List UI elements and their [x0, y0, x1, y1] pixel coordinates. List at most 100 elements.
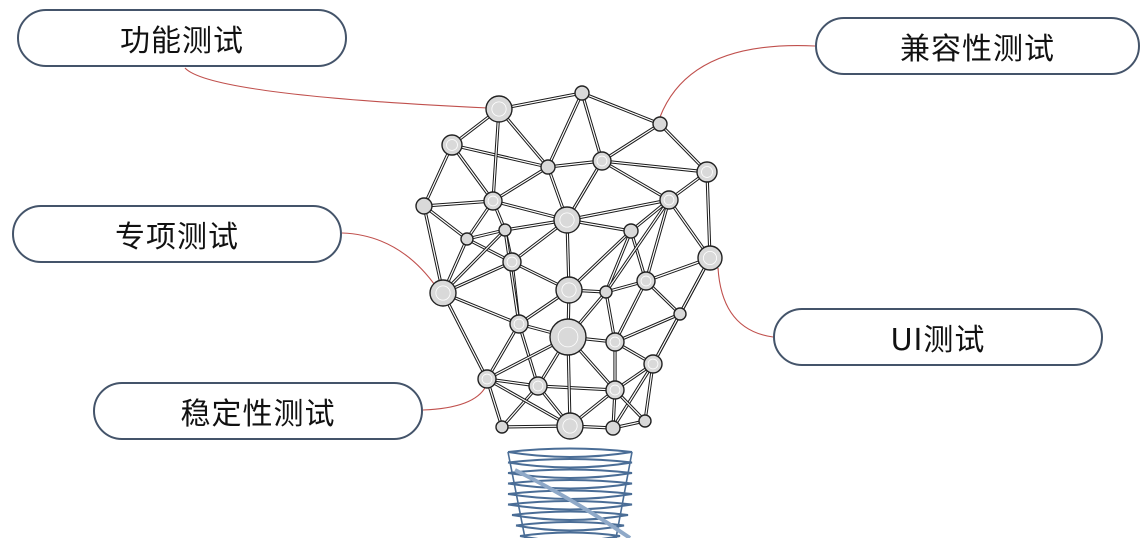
base-thread-3	[507, 479, 633, 490]
base-thread-5	[507, 500, 633, 511]
mesh-node-31	[638, 414, 652, 428]
mesh-node-16	[429, 279, 457, 307]
base-thread-1	[507, 458, 633, 469]
stability-test-text: 稳定性测试	[180, 397, 336, 432]
mesh-edge-inner-19	[423, 200, 494, 207]
mesh-node-6	[696, 161, 718, 183]
mesh-node-21	[549, 318, 587, 356]
base-reflection	[514, 468, 632, 538]
mesh-edge-inner-38	[605, 230, 632, 293]
base-thread-6	[511, 510, 629, 521]
mesh-node-highlight-19	[640, 275, 652, 287]
stability-test-label: 稳定性测试	[93, 382, 423, 440]
base-thread-8	[519, 531, 621, 538]
mesh-node-15	[502, 252, 522, 272]
connector-line-4	[422, 385, 487, 411]
mesh-edge-inner-7	[659, 123, 708, 173]
mesh-node-13	[623, 223, 639, 239]
mesh-node-highlight-20	[513, 318, 525, 330]
compatibility-test-text: 兼容性测试	[900, 32, 1055, 67]
mesh-node-highlight-26	[609, 384, 621, 396]
mesh-node-highlight-29	[562, 418, 578, 434]
mesh-edge-inner-52	[614, 280, 647, 343]
mesh-node-17	[555, 276, 583, 304]
mesh-edge-inner-81	[504, 229, 520, 325]
mesh-node-26	[605, 380, 625, 400]
base-thread-7	[515, 521, 625, 532]
mesh-edge-inner-57	[442, 292, 488, 380]
mesh-edge-inner-9	[423, 144, 453, 207]
mesh-node-highlight-24	[481, 373, 493, 385]
base-side-right	[615, 451, 633, 538]
mesh-edge-inner-16	[601, 160, 670, 201]
mesh-edge-inner-12	[492, 166, 549, 202]
mesh-edge-inner-0	[498, 92, 583, 110]
bulb-screw-base	[507, 447, 633, 538]
mesh-node-highlight-27	[647, 358, 659, 370]
mesh-edge-inner-85	[486, 378, 571, 427]
mesh-edge-inner-58	[486, 323, 520, 380]
mesh-node-11	[460, 232, 474, 246]
mesh-node-23	[673, 307, 687, 321]
mesh-node-highlight-25	[532, 380, 544, 392]
mesh-node-highlight-15	[506, 256, 518, 268]
mesh-node-highlight-21	[557, 326, 579, 348]
connector-lines	[184, 45, 816, 411]
base-thread-4	[507, 489, 633, 500]
mesh-edge-inner-17	[601, 160, 708, 173]
compatibility-test-label: 兼容性测试	[815, 17, 1140, 75]
mesh-node-30	[605, 420, 621, 436]
mesh-node-highlight-16	[435, 285, 451, 301]
connector-line-3	[717, 267, 774, 338]
connector-line-0	[184, 67, 489, 109]
base-thread-0	[507, 447, 633, 458]
special-test-text: 专项测试	[115, 220, 239, 255]
mesh-node-3	[441, 134, 463, 156]
mesh-node-highlight-14	[703, 250, 718, 265]
mesh-edge-inner-4	[547, 92, 583, 168]
mesh-edge-inner-29	[423, 205, 444, 294]
mesh-node-19	[636, 271, 656, 291]
mesh-node-7	[415, 197, 433, 215]
ui-test-text: UI测试	[890, 323, 986, 358]
mesh-node-highlight-9	[559, 212, 575, 228]
mesh-node-2	[652, 116, 668, 132]
mesh-node-8	[483, 191, 503, 211]
mesh-edge-inner-10	[451, 144, 494, 202]
special-test-label: 专项测试	[12, 205, 342, 263]
mesh-edge-inner-20	[423, 205, 468, 240]
mesh-edge-inner-84	[442, 229, 506, 294]
mesh-node-9	[553, 206, 581, 234]
functional-test-text: 功能测试	[120, 24, 244, 59]
mesh-node-4	[540, 159, 556, 175]
mesh-node-highlight-6	[701, 166, 713, 178]
mesh-node-20	[509, 314, 529, 334]
mesh-node-5	[592, 151, 612, 171]
mesh-edge-inner-67	[537, 385, 616, 391]
functional-test-label: 功能测试	[17, 9, 347, 67]
mesh-edge-inner-42	[645, 199, 670, 282]
mesh-node-10	[659, 190, 679, 210]
mesh-node-28	[495, 420, 509, 434]
mesh-node-18	[599, 285, 613, 299]
base-thread-2	[507, 468, 633, 479]
mesh-node-27	[643, 354, 663, 374]
mesh-edge-inner-5	[581, 92, 603, 162]
mesh-edge-inner-56	[614, 313, 681, 343]
mesh-edge-inner-6	[601, 123, 661, 162]
mesh-node-29	[556, 412, 584, 440]
mesh-edge-inner-28	[706, 171, 711, 259]
mesh-node-14	[697, 245, 723, 271]
base-side-left	[507, 451, 526, 538]
mesh-node-highlight-5	[596, 155, 608, 167]
ui-test-label: UI测试	[773, 308, 1103, 366]
bulb-mesh-edges	[422, 91, 712, 430]
mesh-node-1	[574, 85, 590, 101]
mesh-node-12	[498, 223, 512, 237]
mesh-edge-inner-25	[566, 199, 670, 221]
mesh-edge-inner-11	[492, 108, 500, 202]
mesh-edge-inner-83	[605, 199, 670, 293]
mesh-edge-inner-37	[568, 230, 632, 291]
connector-line-1	[659, 45, 816, 118]
